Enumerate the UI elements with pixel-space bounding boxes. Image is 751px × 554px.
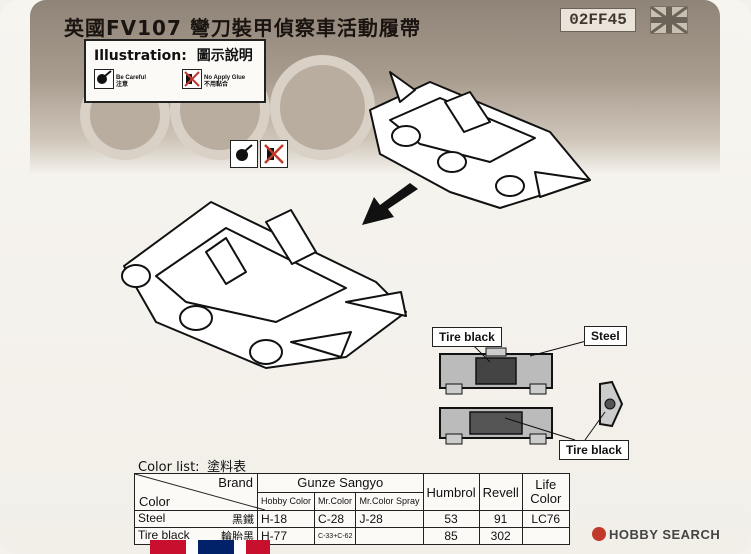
gunze-header: Gunze Sangyo xyxy=(257,473,424,493)
revell-cell: 302 xyxy=(478,527,523,545)
mr-color-cell: C-28 xyxy=(314,510,357,528)
table-header-row: Brand Color Gunze Sangyo Humbrol Revell … xyxy=(134,473,570,511)
direction-arrow-icon xyxy=(362,183,418,225)
icon-pair xyxy=(230,140,288,168)
humbrol-header: Humbrol xyxy=(422,473,480,511)
mr-color-spray-header: Mr.Color Spray xyxy=(355,491,424,511)
no-glue-icon xyxy=(260,140,288,168)
humbrol-cell: 85 xyxy=(422,527,480,545)
life-color-cell: LC76 xyxy=(521,510,570,528)
track-link-back-diagram xyxy=(439,407,553,445)
mr-color-spray-cell xyxy=(355,527,424,545)
caution-icon xyxy=(94,69,114,89)
flag-strip xyxy=(150,540,270,554)
track-link-drawing-bottom xyxy=(121,201,407,369)
callout-tire-black-bottom: Tire black xyxy=(559,440,629,460)
color-list-heading: Color list: 塗料表 xyxy=(138,460,247,475)
mr-color-header: Mr.Color xyxy=(314,491,357,511)
registration-plate: 02FF45 xyxy=(560,8,636,32)
mr-color-spray-cell: J-28 xyxy=(355,510,424,528)
legend-title: Illustration: 圖示說明 xyxy=(94,48,253,64)
track-link-side-diagram xyxy=(599,380,624,428)
no-glue-icon xyxy=(182,69,202,89)
humbrol-cell: 53 xyxy=(422,510,480,528)
hobby-color-cell: H-18 xyxy=(256,510,316,528)
life-color-header: Life Color xyxy=(521,473,570,511)
color-table: Brand Color Gunze Sangyo Humbrol Revell … xyxy=(134,473,570,545)
revell-cell: 91 xyxy=(478,510,523,528)
hobby-color-cell: H-77 xyxy=(256,527,316,545)
watermark: HOBBY SEARCH xyxy=(592,527,720,542)
caution-icon xyxy=(230,140,258,168)
callout-steel: Steel xyxy=(584,326,627,346)
page-title: 英國FV107 彎刀裝甲偵察車活動履帶 xyxy=(64,16,421,40)
revell-header: Revell xyxy=(478,473,523,511)
flag-icon xyxy=(650,5,688,35)
track-link-front-diagram xyxy=(439,347,553,395)
life-color-cell xyxy=(521,527,570,545)
track-link-drawing-top xyxy=(369,71,591,209)
mr-color-cell: C-33+C-62 xyxy=(314,527,357,545)
hobby-search-logo-icon xyxy=(592,527,606,541)
callout-tire-black-top: Tire black xyxy=(432,327,502,347)
table-subheader-row: Hobby Color Mr.Color Mr.Color Spray xyxy=(135,491,570,511)
brand-color-header: Brand Color xyxy=(134,473,265,511)
no-glue-label: No Apply Glue 不用黏合 xyxy=(204,75,246,88)
hobby-color-header: Hobby Color xyxy=(256,491,316,511)
caution-label: Be Careful 注意 xyxy=(116,75,147,88)
illustration-legend: Illustration: 圖示說明 Be Careful 注意 No Appl… xyxy=(84,39,266,103)
